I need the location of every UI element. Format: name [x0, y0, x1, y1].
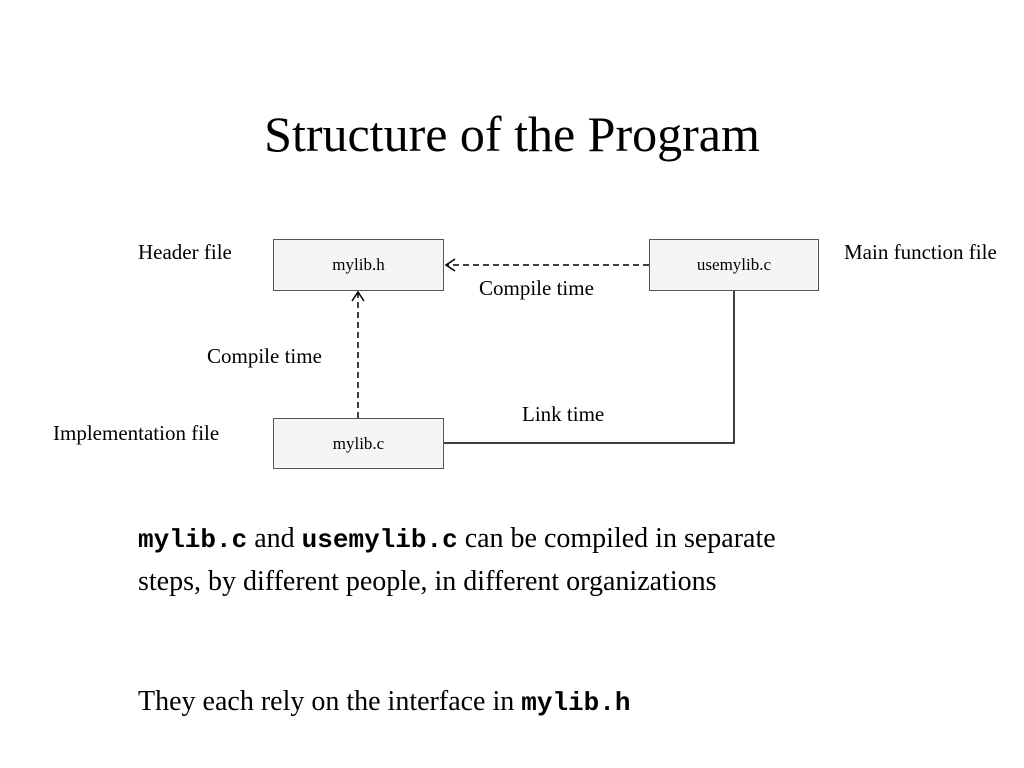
box-mylib-h-label: mylib.h — [332, 255, 385, 274]
arrowhead-up — [351, 290, 365, 302]
label-main-function-file: Main function file — [844, 240, 997, 264]
body-paragraph-2: They each rely on the interface in mylib… — [138, 681, 898, 724]
text-interface: They each rely on the interface in — [138, 686, 522, 717]
body-paragraph-1: mylib.c and usemylib.c can be compiled i… — [138, 518, 838, 602]
box-usemylib-c-label: usemylib.c — [696, 255, 772, 274]
code-mylib-c: mylib.c — [138, 525, 248, 555]
box-usemylib-c: usemylib.c — [649, 239, 819, 291]
label-compile-time-top: Compile time — [479, 276, 594, 300]
label-compile-time-left: Compile time — [207, 344, 322, 368]
label-implementation-file: Implementation file — [53, 421, 220, 445]
code-usemylib-c: usemylib.c — [301, 525, 458, 555]
label-link-time: Link time — [522, 402, 605, 426]
text-rest: can be compiled in separate steps, by di… — [138, 523, 776, 597]
slide-title: Structure of the Program — [264, 106, 760, 162]
label-header-file: Header file — [138, 240, 232, 264]
box-mylib-h: mylib.h — [273, 239, 444, 291]
box-mylib-c: mylib.c — [273, 418, 444, 469]
box-mylib-c-label: mylib.c — [332, 433, 385, 453]
text-and: and — [247, 523, 302, 554]
arrowhead-left — [444, 258, 456, 272]
code-mylib-h: mylib.h — [521, 688, 631, 718]
